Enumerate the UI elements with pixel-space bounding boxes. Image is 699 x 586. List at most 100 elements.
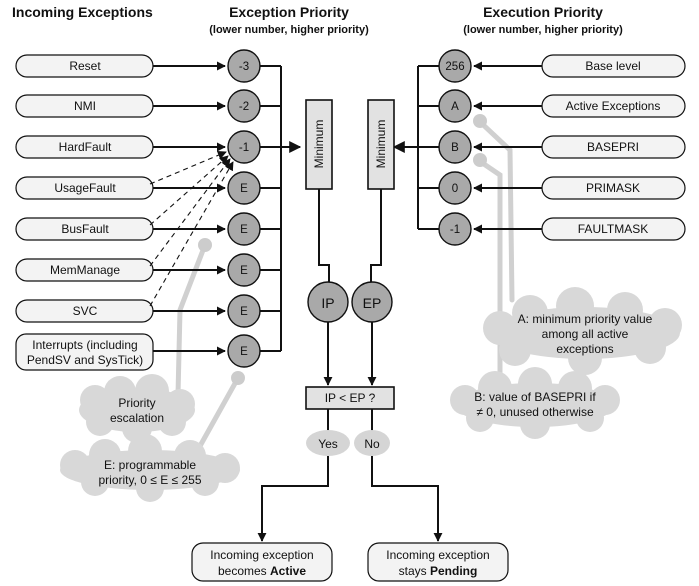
svg-text:0: 0 xyxy=(452,183,458,195)
svg-text:HardFault: HardFault xyxy=(59,140,112,154)
svg-text:Base level: Base level xyxy=(585,59,640,73)
svg-text:FAULTMASK: FAULTMASK xyxy=(578,222,648,236)
execution-sources: Base level Active Exceptions BASEPRI PRI… xyxy=(473,54,686,241)
incoming-exceptions: Reset NMI HardFault UsageFault BusFault … xyxy=(15,54,226,371)
priority-circle: E xyxy=(227,294,261,328)
priority-circle: -3 xyxy=(227,49,261,83)
header-exception-priority-sub: (lower number, higher priority) xyxy=(209,24,369,36)
note-a-active: A: minimum priority value among all acti… xyxy=(483,287,682,375)
svg-text:MemManage: MemManage xyxy=(50,263,120,277)
svg-text:A: minimum priority value: A: minimum priority value xyxy=(518,312,653,326)
ep-circle: EP xyxy=(351,281,393,323)
header-execution-priority-sub: (lower number, higher priority) xyxy=(463,24,623,36)
svg-text:E: E xyxy=(240,183,248,195)
note-e-priority: E: programmable priority, 0 ≤ E ≤ 255 xyxy=(60,434,240,502)
svg-text:-3: -3 xyxy=(239,61,249,73)
priority-circle: -1 xyxy=(227,130,261,164)
execution-basepri: BASEPRI xyxy=(473,135,686,159)
svg-text:E: E xyxy=(240,306,248,318)
result-pending: Incoming exception stays Pending xyxy=(367,542,509,582)
svg-text:UsageFault: UsageFault xyxy=(54,181,116,195)
incoming-memmanage: MemManage xyxy=(15,258,226,282)
priority-circle: E xyxy=(227,171,261,205)
svg-text:Yes: Yes xyxy=(318,437,338,451)
svg-text:A: A xyxy=(451,101,459,113)
svg-text:stays Pending: stays Pending xyxy=(399,564,478,578)
priority-circle: 256 xyxy=(438,49,472,83)
execution-active-exceptions: Active Exceptions xyxy=(473,94,686,118)
no-label: No xyxy=(354,430,390,456)
svg-text:among all active: among all active xyxy=(542,327,629,341)
header-incoming: Incoming Exceptions xyxy=(12,4,153,20)
svg-text:priority, 0 ≤ E ≤ 255: priority, 0 ≤ E ≤ 255 xyxy=(99,473,202,487)
svg-text:PRIMASK: PRIMASK xyxy=(586,181,640,195)
execution-primask: PRIMASK xyxy=(473,176,686,200)
svg-text:Interrupts (including: Interrupts (including xyxy=(32,338,137,352)
priority-circle: B xyxy=(438,130,472,164)
priority-circle: 0 xyxy=(438,171,472,205)
svg-text:B: B xyxy=(451,142,459,154)
svg-text:-2: -2 xyxy=(239,101,249,113)
svg-text:BASEPRI: BASEPRI xyxy=(587,140,639,154)
svg-text:E: programmable: E: programmable xyxy=(104,458,196,472)
priority-circle: -2 xyxy=(227,89,261,123)
exception-priority-circles: -3 -2 -1 E E E E E xyxy=(227,49,261,368)
svg-text:Reset: Reset xyxy=(69,59,101,73)
note-b-basepri: B: value of BASEPRI if ≠ 0, unused other… xyxy=(450,367,620,439)
minimum-box-left: Minimum xyxy=(305,99,333,190)
svg-text:PendSV and SysTick): PendSV and SysTick) xyxy=(27,353,143,367)
svg-text:Minimum: Minimum xyxy=(374,120,388,169)
priority-circle: -1 xyxy=(438,212,472,246)
line-min-to-ip xyxy=(318,189,330,283)
result-active: Incoming exception becomes Active xyxy=(191,542,333,582)
incoming-usagefault: UsageFault xyxy=(15,176,226,200)
execution-base-level: Base level xyxy=(473,54,686,78)
header-execution-priority: Execution Priority xyxy=(483,4,603,20)
svg-text:Incoming exception: Incoming exception xyxy=(210,548,313,562)
svg-text:-1: -1 xyxy=(450,224,460,236)
svg-text:256: 256 xyxy=(445,61,464,73)
priority-circle: E xyxy=(227,334,261,368)
svg-text:IP: IP xyxy=(321,295,334,311)
yes-label: Yes xyxy=(306,430,350,456)
svg-text:E: E xyxy=(240,224,248,236)
svg-text:NMI: NMI xyxy=(74,99,96,113)
svg-text:-1: -1 xyxy=(239,142,249,154)
line-min-to-ep xyxy=(370,189,382,283)
svg-text:BusFault: BusFault xyxy=(61,222,109,236)
svg-text:EP: EP xyxy=(363,295,382,311)
svg-text:becomes Active: becomes Active xyxy=(218,564,306,578)
incoming-hardfault: HardFault xyxy=(15,135,226,159)
svg-text:Minimum: Minimum xyxy=(312,120,326,169)
svg-text:E: E xyxy=(240,265,248,277)
execution-priority-circles: 256 A B 0 -1 xyxy=(438,49,472,246)
svg-text:Active Exceptions: Active Exceptions xyxy=(566,99,661,113)
svg-text:IP < EP ?: IP < EP ? xyxy=(325,391,376,405)
svg-text:Priority: Priority xyxy=(118,396,155,410)
incoming-busfault: BusFault xyxy=(15,217,226,241)
header-exception-priority: Exception Priority xyxy=(229,4,349,20)
priority-circle: E xyxy=(227,253,261,287)
minimum-box-right: Minimum xyxy=(367,99,395,190)
incoming-reset: Reset xyxy=(15,54,226,78)
ip-circle: IP xyxy=(307,281,349,323)
incoming-interrupts: Interrupts (including PendSV and SysTick… xyxy=(15,333,226,371)
incoming-svc: SVC xyxy=(15,299,226,323)
arrow-no-to-pending xyxy=(371,456,443,542)
svg-text:exceptions: exceptions xyxy=(556,342,613,356)
escalation-arrows xyxy=(149,150,234,307)
svg-text:No: No xyxy=(364,437,380,451)
priority-circle: A xyxy=(438,89,472,123)
svg-text:SVC: SVC xyxy=(73,304,98,318)
svg-text:B: value of BASEPRI if: B: value of BASEPRI if xyxy=(474,390,596,404)
svg-text:≠ 0, unused otherwise: ≠ 0, unused otherwise xyxy=(476,405,594,419)
arrow-yes-to-active xyxy=(257,456,329,542)
priority-circle: E xyxy=(227,212,261,246)
svg-text:Incoming exception: Incoming exception xyxy=(386,548,489,562)
execution-faultmask: FAULTMASK xyxy=(473,217,686,241)
svg-text:escalation: escalation xyxy=(110,411,164,425)
svg-text:E: E xyxy=(240,346,248,358)
compare-box: IP < EP ? xyxy=(305,386,395,410)
incoming-nmi: NMI xyxy=(15,94,226,118)
